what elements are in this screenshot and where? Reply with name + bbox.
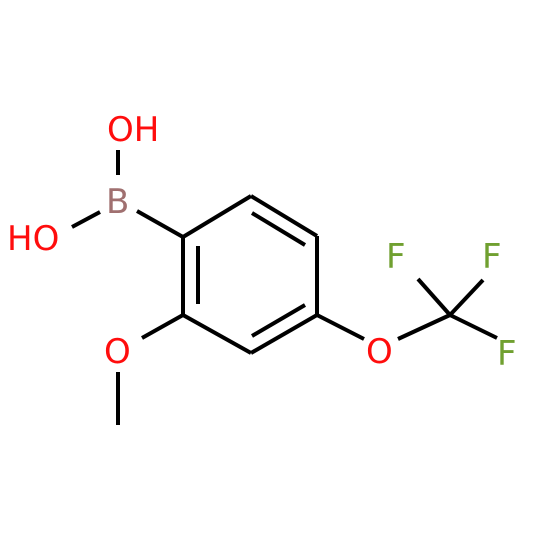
bond-c-f-bottom (449, 313, 498, 340)
ring-bond-c4-c5 (250, 313, 318, 355)
ring-bond-c1-c2 (181, 194, 253, 239)
atom-f-left: F (386, 237, 406, 277)
atom-f-right: F (482, 237, 502, 277)
bond-c-f-right (448, 278, 485, 317)
atom-f-bottom: F (497, 334, 517, 374)
atom-labels: OH HO B O O F F F (7, 110, 517, 374)
atom-oh-top: OH (107, 110, 159, 150)
bond-ring-boron (136, 209, 184, 239)
bond-boron-ho-left (71, 210, 101, 229)
substituent-bonds (71, 150, 498, 425)
ring-double-bond-inner-1 (250, 211, 307, 247)
ring-bond-c2-c3 (249, 194, 319, 238)
atom-ho-left: HO (7, 219, 59, 259)
bond-c-f-left (416, 277, 452, 317)
ring-double-bond-inner-2 (250, 303, 307, 338)
bond-ring-o-methoxy (141, 313, 184, 340)
benzene-ring (181, 194, 319, 355)
atom-o-methoxy: O (104, 332, 131, 372)
bond-ring-o-ether (316, 313, 365, 341)
atom-o-ether: O (366, 332, 393, 372)
ring-bond-c5-c6 (182, 313, 252, 355)
atom-boron: B (106, 182, 129, 222)
bond-o-cf3 (397, 313, 451, 341)
